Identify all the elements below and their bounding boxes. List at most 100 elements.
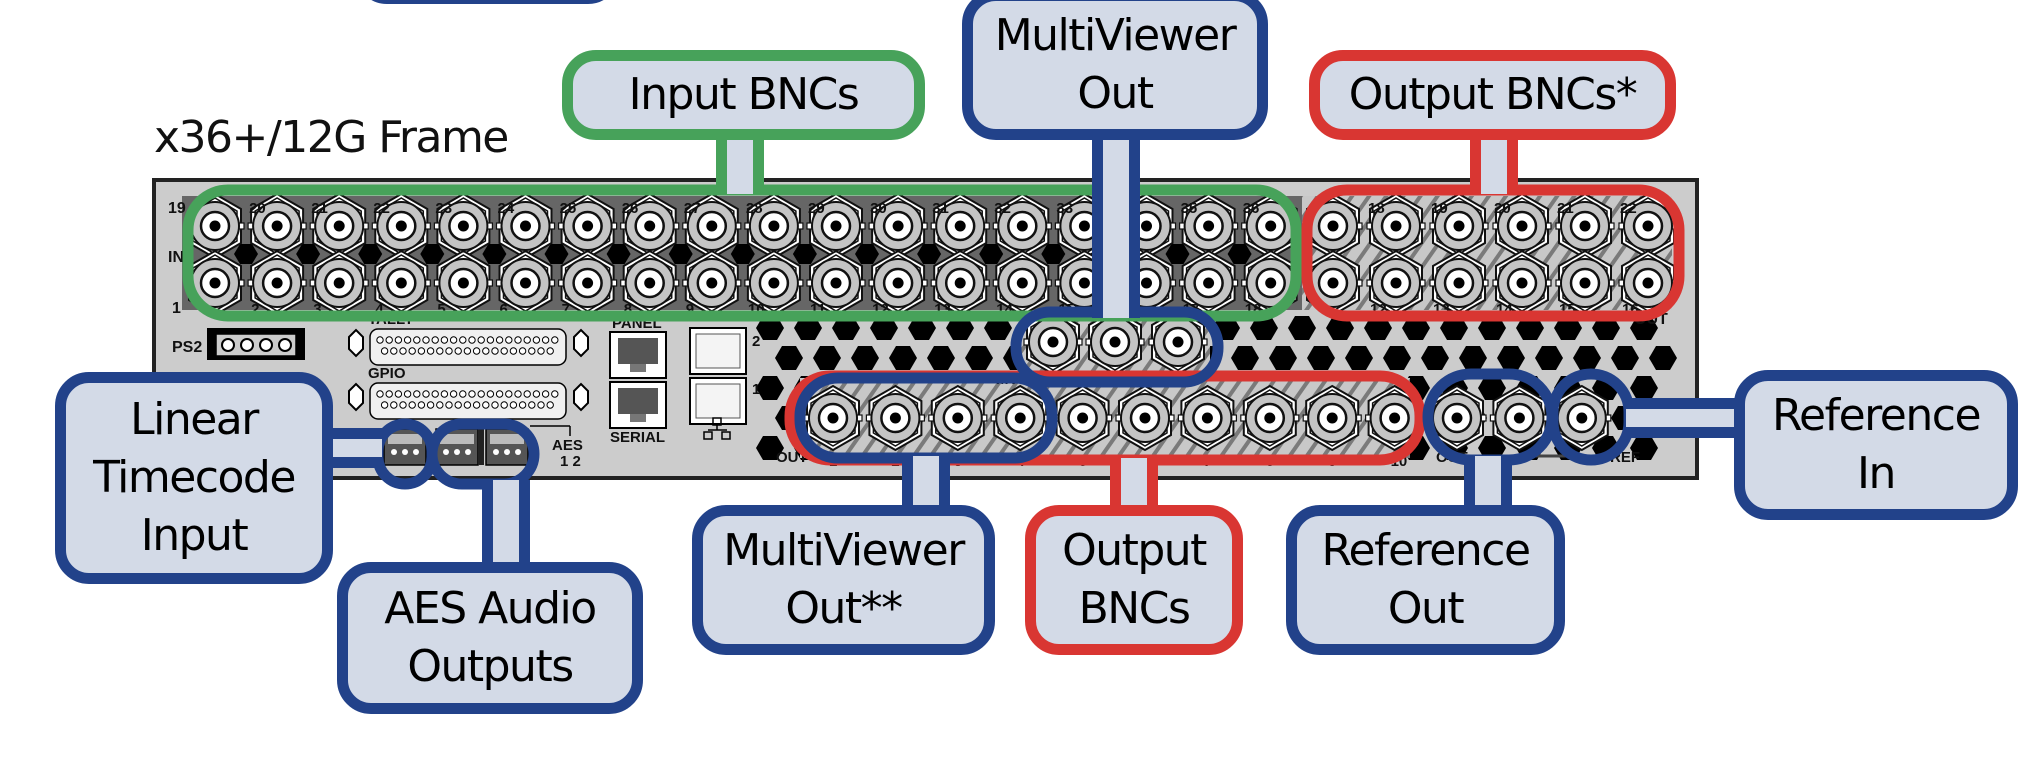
vent-hole [1231, 346, 1259, 370]
panel-hole [917, 244, 942, 264]
input-number-top: 32 [994, 200, 1011, 217]
input-number-top: 27 [684, 200, 701, 217]
vent-hole [1592, 316, 1620, 340]
label-serial: SERIAL [610, 429, 665, 446]
label-in: IN [168, 249, 184, 266]
panel-hole [420, 244, 445, 264]
callout-multiviewer-out-bottom: MultiViewer Out** [692, 505, 995, 655]
callout-linear-timecode-input: Linear Timecode Input [55, 372, 333, 584]
output-number-top: 20 [1494, 200, 1511, 217]
input-number-top: 28 [746, 200, 763, 217]
label-ps2: PS2 [172, 339, 202, 356]
label-eth-1: 1 [752, 381, 760, 398]
vent-hole [851, 346, 879, 370]
stem-input-bncs [716, 134, 764, 194]
input-number-bottom: 2 [251, 301, 259, 318]
label-in-19: 19 [168, 200, 186, 217]
panel-hole [1041, 244, 1066, 264]
vent-hole [775, 346, 803, 370]
input-number-top: 25 [560, 200, 577, 217]
input-number-top: 35 [1181, 200, 1198, 217]
vent-hole [794, 316, 822, 340]
input-number-top: 30 [870, 200, 887, 217]
panel-hole [730, 244, 755, 264]
output-number-top: 21 [1557, 200, 1574, 217]
vent-hole [1440, 316, 1468, 340]
panel-hole [1165, 244, 1190, 264]
vent-hole [870, 316, 898, 340]
vent-hole [1478, 376, 1506, 400]
vent-hole [1459, 346, 1487, 370]
vent-hole [1630, 376, 1658, 400]
vent-hole [1497, 346, 1525, 370]
callout-input-bncs: Input BNCs [562, 50, 925, 140]
input-bnc-array [184, 192, 1301, 317]
callout-aes-audio-outputs: AES Audio Outputs [337, 562, 643, 714]
callout-reference-in: Reference In [1734, 370, 2018, 520]
stem-output-bncs-star [1470, 134, 1518, 194]
panel-hole [1227, 244, 1252, 264]
callout-multiviewer-out-top: MultiViewer Out [962, 0, 1268, 140]
input-number-bottom: 7 [562, 301, 570, 318]
vent-hole [1421, 346, 1449, 370]
vent-hole [1307, 346, 1335, 370]
vent-hole [965, 346, 993, 370]
panel-hole [358, 244, 383, 264]
vent-hole [908, 316, 936, 340]
tally-connector [348, 328, 589, 366]
panel-hole [792, 244, 817, 264]
panel-hole [482, 244, 507, 264]
callout-reference-out: Reference Out [1286, 505, 1565, 655]
output-number-top: 18 [1368, 200, 1385, 217]
input-number-bottom: 3 [313, 301, 321, 318]
callout-partial-top [355, 0, 620, 4]
input-number-top: 21 [311, 200, 328, 217]
panel-port [609, 331, 667, 379]
terminal-blocks [383, 425, 571, 466]
vent-hole [1630, 316, 1658, 340]
panel-hole [544, 244, 569, 264]
stem-reference-in [1626, 398, 1740, 438]
vent-hole [1383, 346, 1411, 370]
input-number-bottom: 6 [500, 301, 508, 318]
input-number-bottom: 4 [375, 301, 384, 318]
network-icon [703, 417, 731, 440]
ps2-connector [207, 328, 305, 360]
vent-hole [984, 316, 1012, 340]
callout-output-bncs-star: Output BNCs* [1309, 50, 1676, 140]
stem-reference-out [1464, 456, 1512, 512]
vent-hole [1535, 346, 1563, 370]
panel-hole [296, 244, 321, 264]
vent-hole [1478, 436, 1506, 460]
input-number-bottom: 8 [624, 301, 632, 318]
vent-hole [1402, 316, 1430, 340]
panel-hole [234, 244, 258, 264]
vent-hole [1573, 346, 1601, 370]
input-number-top: 36 [1243, 200, 1260, 217]
stem-aes [482, 480, 530, 568]
panel-hole [668, 244, 693, 264]
stem-timecode [326, 428, 382, 468]
vent-hole [889, 346, 917, 370]
vent-hole [1478, 316, 1506, 340]
vent-hole [1326, 316, 1354, 340]
input-number-top: 24 [498, 200, 515, 217]
vent-hole [1345, 346, 1373, 370]
output-bnc-bottom-highlight [784, 370, 1426, 466]
vent-hole [927, 346, 955, 370]
label-aes: AES [552, 437, 583, 454]
input-number-top: 33 [1056, 200, 1073, 217]
ethernet-port-2 [689, 327, 747, 375]
input-number-top: 29 [808, 200, 825, 217]
input-number-top: 23 [435, 200, 452, 217]
input-number-top: 20 [249, 200, 266, 217]
stem-multiviewer-bottom [902, 456, 950, 512]
vent-hole [1630, 436, 1658, 460]
vent-hole [1554, 316, 1582, 340]
vent-hole [1649, 346, 1677, 370]
input-number-top: 22 [373, 200, 390, 217]
panel-hole [855, 244, 879, 264]
vent-hole [1364, 316, 1392, 340]
serial-port [609, 381, 667, 429]
